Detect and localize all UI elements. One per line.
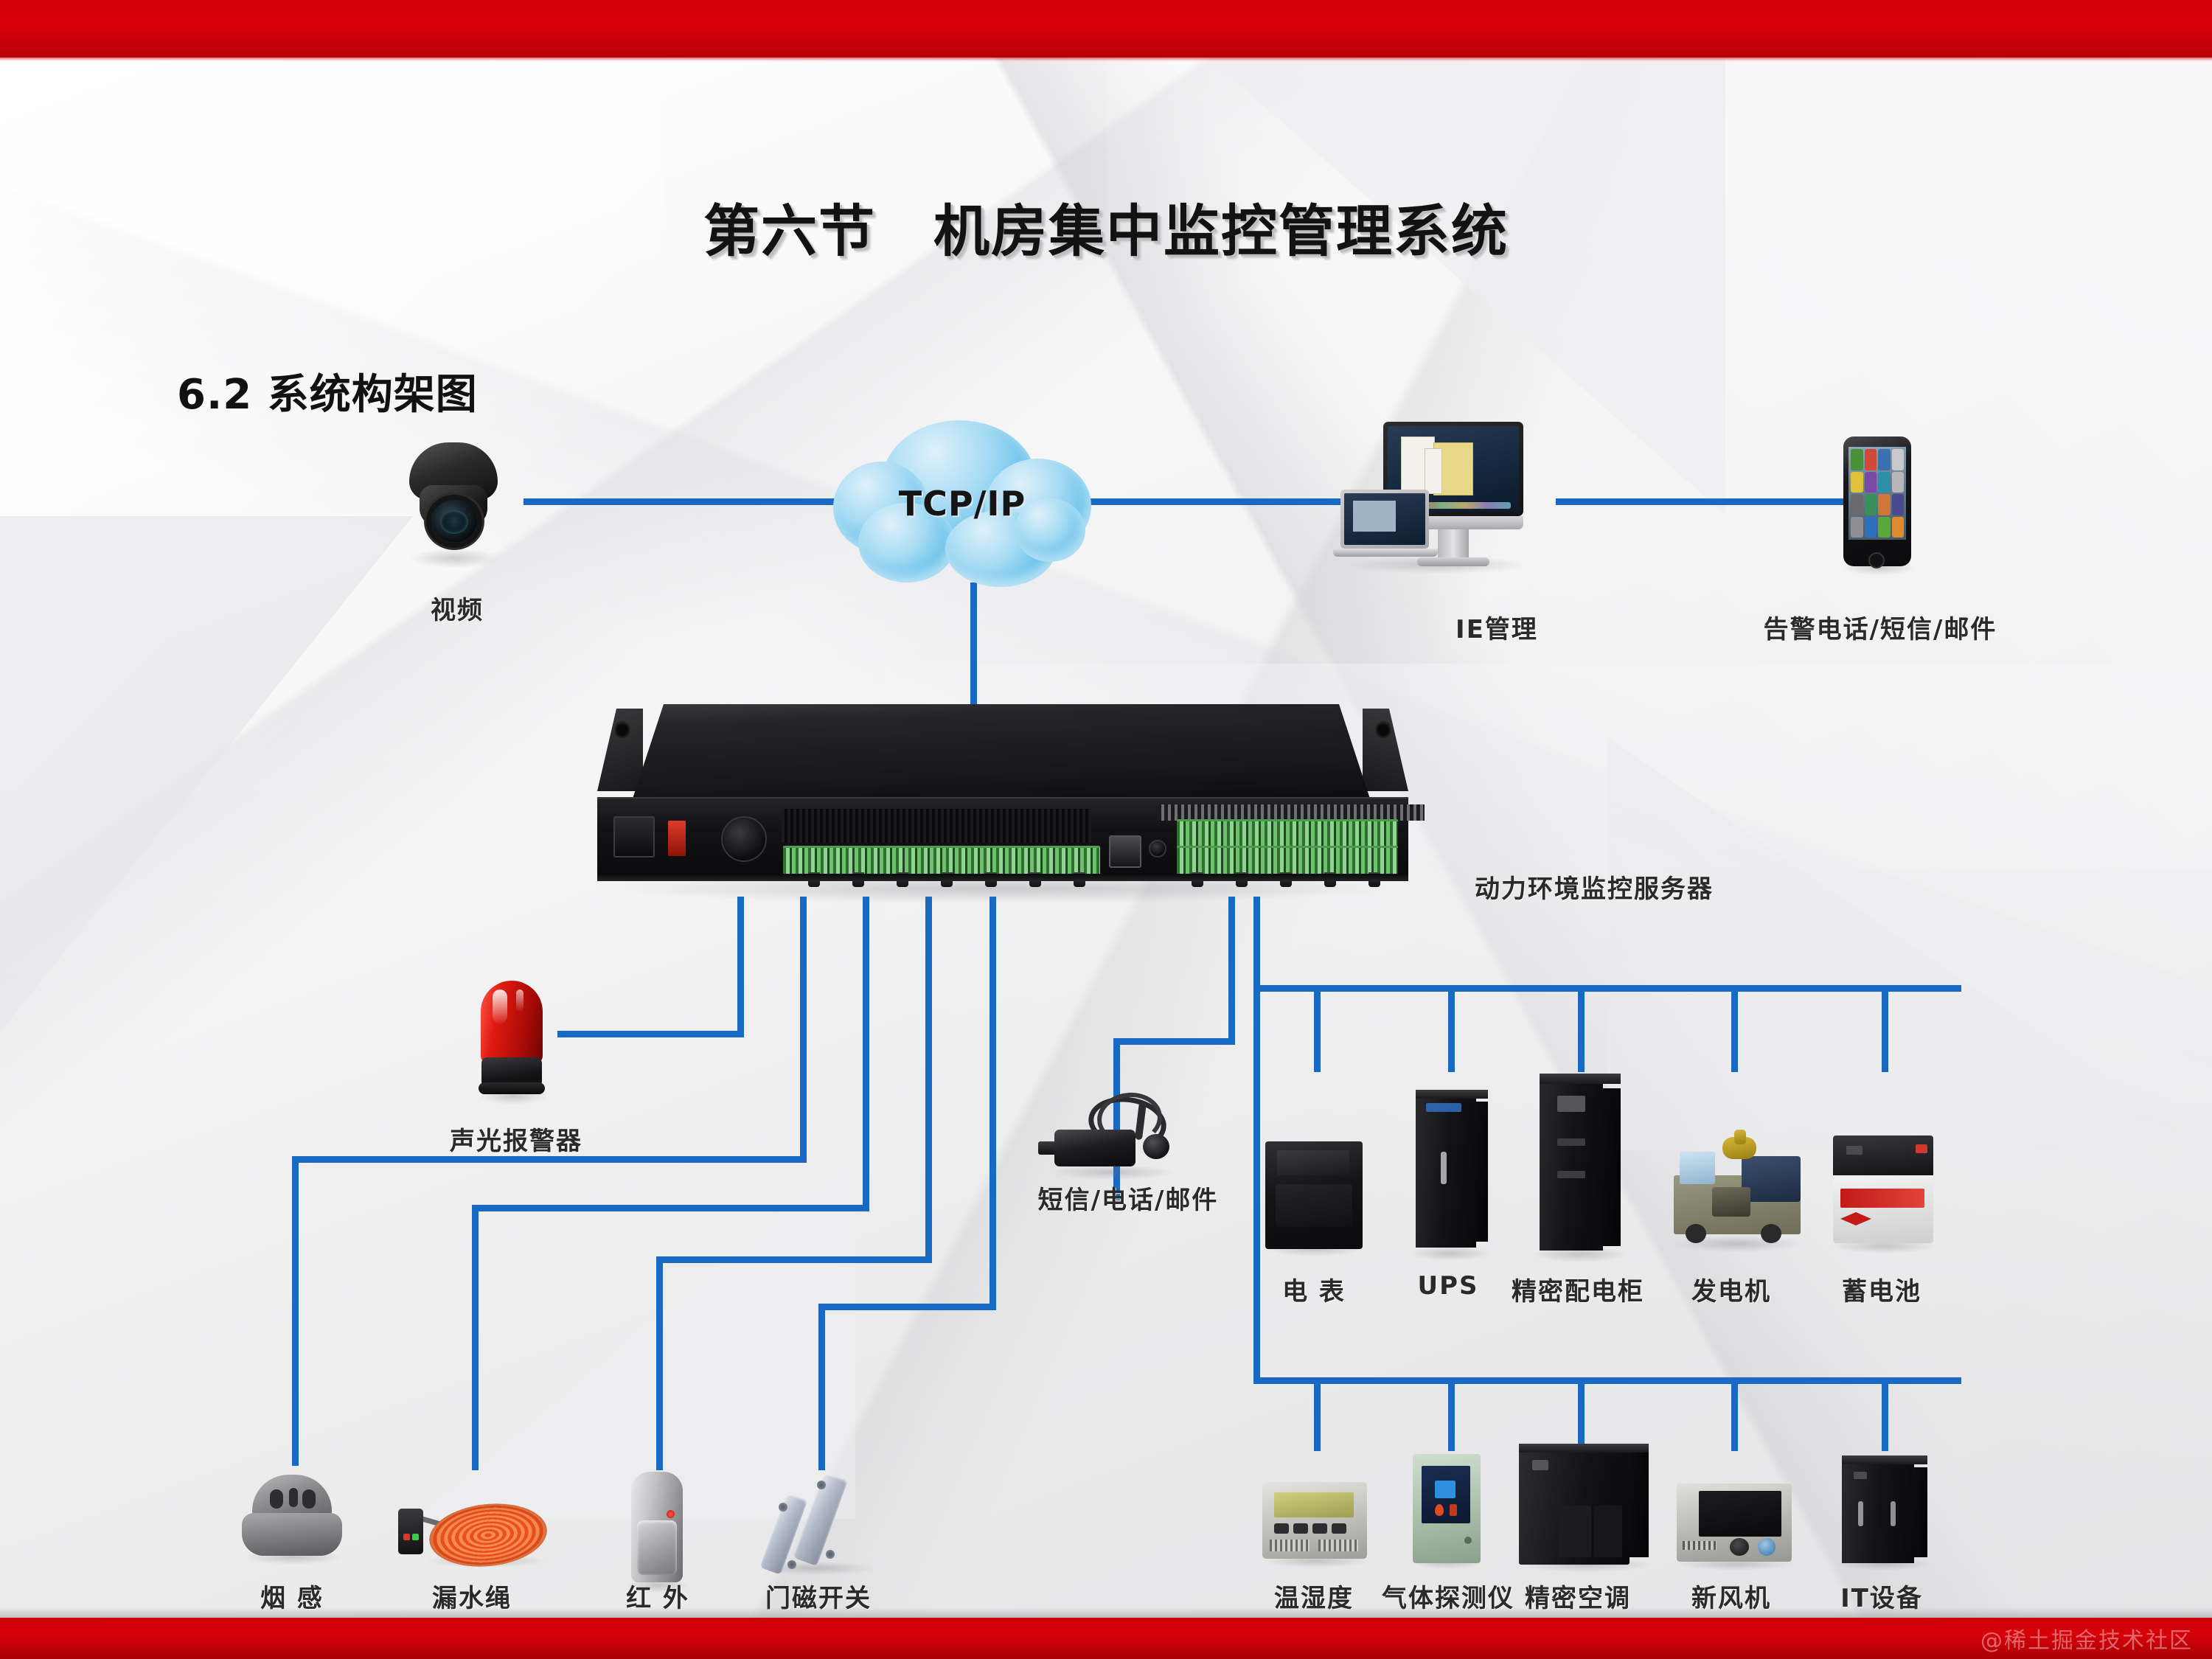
link-server-to-pir-v1	[925, 897, 932, 1262]
fresh-air-unit-icon	[1677, 1484, 1795, 1571]
section-heading: 6.2 系统构架图	[177, 371, 478, 419]
link-server-to-smoke-h	[292, 1156, 807, 1163]
terminal-block-left	[783, 846, 1100, 881]
power-drop-meter	[1314, 985, 1321, 1072]
power-label-2: 精密配电柜	[1512, 1277, 1644, 1307]
link-server-to-smoke-v2	[292, 1156, 299, 1466]
power-label-0: 电 表	[1282, 1277, 1346, 1307]
phone-app-grid	[1848, 447, 1906, 540]
electric-meter-icon	[1265, 1141, 1365, 1256]
smartphone-icon	[1843, 437, 1917, 575]
smoke-detector-icon	[242, 1475, 345, 1565]
link-server-to-sms-v2	[1113, 1038, 1120, 1200]
background-triangle-1	[0, 516, 413, 1032]
env-bus-h	[1253, 1377, 1961, 1384]
ups-cabinet-icon	[1410, 1090, 1491, 1261]
power-label-1: UPS	[1417, 1271, 1479, 1301]
dome-camera-icon	[402, 442, 509, 568]
terminal-block-right-bottom	[1177, 846, 1398, 881]
power-drop-battery	[1882, 985, 1888, 1072]
page-title: 第六节 机房集中监控管理系统	[703, 198, 1509, 264]
link-server-to-door-v2	[818, 1304, 825, 1470]
link-server-to-water-h	[472, 1205, 869, 1211]
link-server-to-sms-h	[1113, 1038, 1235, 1045]
power-drop-ups	[1448, 985, 1455, 1072]
gsm-modem-icon	[1038, 1089, 1180, 1180]
sms-modem-label: 短信/电话/邮件	[1037, 1186, 1219, 1215]
tcpip-cloud: TCP/IP	[833, 420, 1091, 590]
link-server-to-beacon-h	[557, 1031, 744, 1037]
power-label-3: 发电机	[1691, 1277, 1771, 1307]
bottom-red-band: @稀土掘金技术社区	[0, 1618, 2212, 1659]
power-drop-cabinet	[1578, 985, 1585, 1072]
door-magnetic-switch-icon	[759, 1471, 877, 1575]
power-bus-h	[1253, 985, 1961, 992]
link-cloud-to-server	[970, 582, 977, 708]
precision-air-conditioner-icon	[1519, 1444, 1652, 1572]
alarm-contact-label: 告警电话/短信/邮件	[1763, 615, 1997, 644]
server-label: 动力环境监控服务器	[1475, 874, 1714, 904]
env-drop-gas	[1448, 1377, 1455, 1451]
background-facet-1	[0, 58, 664, 795]
watermark-text: @稀土掘金技术社区	[1980, 1628, 2193, 1654]
link-server-to-pir-h	[656, 1256, 932, 1263]
link-server-to-beacon-v	[737, 897, 744, 1037]
link-server-to-env-bus-v	[1253, 897, 1260, 1383]
link-ie-to-phone	[1556, 498, 1865, 505]
link-server-to-water-v1	[863, 897, 869, 1210]
monitoring-server-device	[597, 704, 1425, 903]
temperature-humidity-sensor-icon	[1262, 1482, 1370, 1568]
ie-management-label: IE管理	[1455, 615, 1538, 644]
link-server-to-smoke-v1	[800, 897, 807, 1162]
bottom-band-shadow	[0, 1607, 2212, 1618]
desktop-computer-icon	[1333, 422, 1532, 574]
link-server-to-water-v2	[472, 1205, 479, 1470]
power-drop-generator	[1731, 985, 1738, 1072]
link-camera-to-cloud	[524, 498, 870, 505]
gas-detector-icon	[1413, 1454, 1484, 1569]
power-label-4: 蓄电池	[1842, 1277, 1921, 1307]
camera-label: 视频	[431, 596, 484, 625]
link-server-to-sms-v1	[1228, 897, 1235, 1044]
env-drop-it	[1882, 1377, 1888, 1451]
alarm-beacon-icon	[479, 981, 549, 1105]
pir-motion-sensor-icon	[627, 1472, 689, 1593]
water-leak-rope-icon	[398, 1484, 553, 1573]
diesel-generator-icon	[1674, 1130, 1803, 1252]
env-drop-ac	[1578, 1377, 1585, 1451]
link-cloud-to-ie	[1054, 498, 1430, 505]
storage-battery-icon	[1830, 1135, 1938, 1253]
link-server-to-door-v1	[990, 897, 996, 1310]
env-drop-fan	[1731, 1377, 1738, 1451]
top-red-band	[0, 0, 2212, 61]
link-server-to-door-h	[818, 1304, 996, 1310]
precision-power-cabinet-icon	[1532, 1074, 1628, 1262]
it-equipment-rack-icon	[1837, 1455, 1932, 1571]
link-server-to-pir-v2	[656, 1256, 663, 1470]
background-triangle-3	[1607, 737, 2212, 1150]
env-drop-temp	[1314, 1377, 1321, 1451]
beacon-label: 声光报警器	[450, 1127, 582, 1156]
cloud-label: TCP/IP	[898, 484, 1026, 524]
